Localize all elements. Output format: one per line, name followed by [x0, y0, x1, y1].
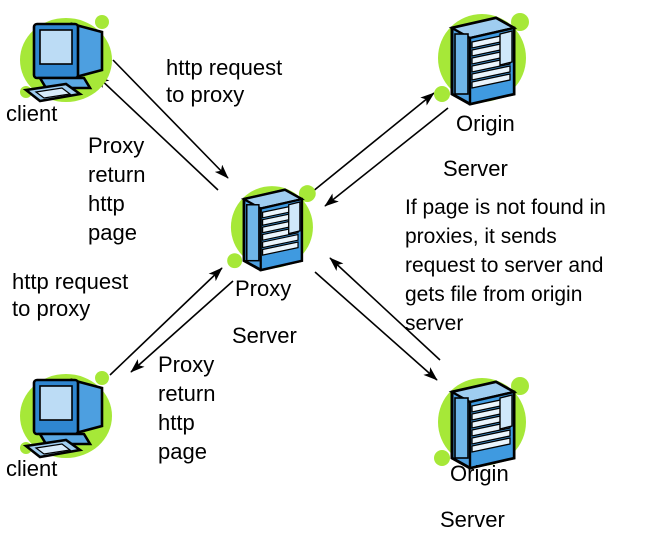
server-rack-icon	[434, 377, 529, 470]
desktop-computer-icon	[20, 371, 112, 459]
node-proxy-server[interactable]	[216, 176, 326, 282]
edge-label-bottom-request: http request to proxy	[12, 269, 129, 321]
caption-client-bottom: client	[6, 456, 58, 481]
caption-origin-bottom-line1: Origin	[450, 461, 509, 486]
edge-label-bottom-return: Proxy return http page	[158, 352, 216, 464]
node-origin-server-top[interactable]	[422, 4, 540, 116]
arrow-proxy-to-client-bottom	[130, 280, 234, 373]
arrow-origin-bottom-to-proxy	[329, 257, 441, 361]
arrow-proxy-to-client-top	[95, 74, 219, 191]
node-origin-server-bottom[interactable]	[422, 368, 540, 480]
caption-proxy-line2: Server	[232, 323, 297, 348]
arrow-origin-top-to-proxy	[324, 107, 449, 207]
arrow-proxy-to-origin-bottom	[314, 271, 438, 381]
edge-label-top-request: http request to proxy	[166, 55, 283, 107]
node-client-bottom[interactable]	[10, 364, 122, 464]
arrow-client-bottom-to-proxy	[109, 267, 223, 376]
caption-proxy-line1: Proxy	[235, 276, 292, 301]
server-rack-icon	[227, 185, 316, 272]
edge-label-top-return: Proxy return http page	[88, 133, 146, 245]
caption-client-top: client	[6, 101, 58, 126]
arrow-proxy-to-origin-top	[311, 92, 435, 193]
caption-origin-bottom-line2: Server	[440, 507, 505, 532]
arrow-client-top-to-proxy	[112, 59, 229, 179]
node-client-top[interactable]	[10, 8, 122, 108]
explanatory-note: If page is not found in proxies, it send…	[405, 196, 606, 335]
caption-origin-top-line1: Origin	[456, 111, 515, 136]
server-rack-icon	[434, 13, 529, 106]
desktop-computer-icon	[20, 15, 112, 103]
caption-origin-top-line2: Server	[443, 156, 508, 181]
